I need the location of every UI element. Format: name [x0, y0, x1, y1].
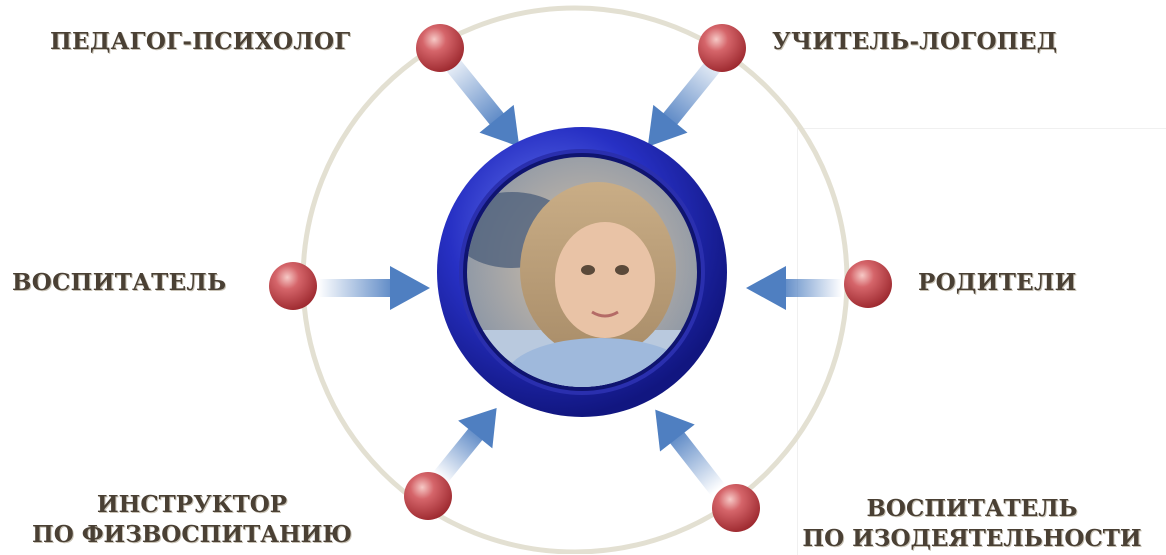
label-educator: ВОСПИТАТЕЛЬ — [12, 268, 226, 298]
node-speech — [698, 24, 746, 72]
label-parents-line-1: РОДИТЕЛИ — [918, 268, 1077, 298]
label-pe-line-2: ПО ФИЗВОСПИТАНИЮ — [14, 520, 370, 550]
label-pe-line-1: ИНСТРУКТОР — [14, 490, 370, 520]
label-art-line-2: ПО ИЗОДЕЯТЕЛЬНОСТИ — [782, 524, 1162, 554]
label-art: ВОСПИТАТЕЛЬ ПО ИЗОДЕЯТЕЛЬНОСТИ — [782, 494, 1162, 554]
label-speech-line-1: УЧИТЕЛЬ-ЛОГОПЕД — [772, 27, 1057, 57]
node-art — [712, 484, 760, 532]
arrow-educator — [318, 266, 430, 310]
arrow-parents — [746, 266, 842, 310]
label-psychologist: ПЕДАГОГ-ПСИХОЛОГ — [50, 27, 350, 57]
label-art-line-1: ВОСПИТАТЕЛЬ — [782, 494, 1162, 524]
node-psychologist — [416, 24, 464, 72]
label-parents: РОДИТЕЛИ — [918, 268, 1077, 298]
label-speech: УЧИТЕЛЬ-ЛОГОПЕД — [772, 27, 1057, 57]
label-pe: ИНСТРУКТОР ПО ФИЗВОСПИТАНИЮ — [14, 490, 370, 550]
label-educator-line-1: ВОСПИТАТЕЛЬ — [12, 268, 226, 298]
node-educator — [269, 262, 317, 310]
node-parents — [844, 260, 892, 308]
node-pe — [404, 472, 452, 520]
center-portrait — [437, 127, 727, 418]
label-psychologist-line-1: ПЕДАГОГ-ПСИХОЛОГ — [50, 27, 350, 57]
arrow-art — [638, 396, 735, 503]
